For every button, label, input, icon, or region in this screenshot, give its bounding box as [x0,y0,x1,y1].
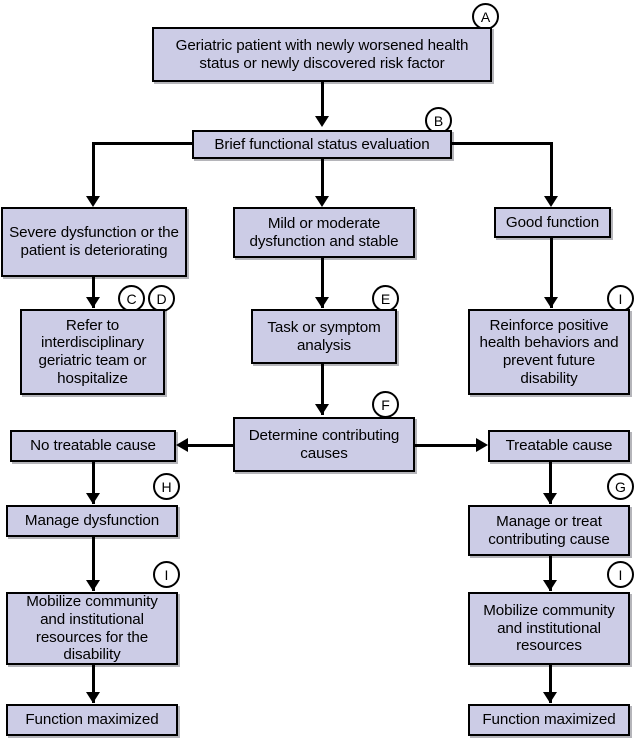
badge-i-right-mobilize: I [607,561,634,588]
node-mild-moderate-dysfunction[interactable]: Mild or moderate dysfunction and stable [233,207,415,258]
connector-b-to-left [92,142,95,197]
node-treatable-cause[interactable]: Treatable cause [488,430,630,462]
node-determine-contributing-causes-label: Determine contributing causes [248,426,400,462]
arrowhead-mobilize-to-function-right [543,692,557,703]
node-manage-dysfunction-label: Manage dysfunction [24,512,160,530]
arrowhead-no-treatable-to-manage [86,493,100,504]
badge-b-letter: B [433,112,444,129]
badge-i-left-mobilize: I [153,561,180,588]
node-task-symptom-analysis[interactable]: Task or symptom analysis [251,309,397,364]
connector-b-to-center [321,159,324,197]
node-treatable-cause-label: Treatable cause [505,437,613,455]
node-no-treatable-cause-label: No treatable cause [30,437,156,455]
node-refer-interdisciplinary[interactable]: Refer to interdisciplinary geriatric tea… [20,309,165,395]
connector-b-right-shoulder [451,142,552,145]
badge-i-reinforce-letter: I [618,290,623,307]
node-manage-or-treat-cause-label: Manage or treat contributing cause [488,512,610,548]
node-manage-or-treat-cause[interactable]: Manage or treat contributing cause [468,505,630,556]
node-geriatric-patient-label: Geriatric patient with newly worsened he… [175,36,469,72]
connector-a-to-b [321,82,324,117]
badge-c: C [118,285,145,312]
node-mild-moderate-dysfunction-label: Mild or moderate dysfunction and stable [249,214,399,250]
connector-good-to-reinforce [550,238,553,308]
badge-c-letter: C [126,290,137,307]
badge-a-letter: A [480,8,491,25]
node-refer-interdisciplinary-label: Refer to interdisciplinary geriatric tea… [38,316,147,387]
node-mobilize-resources-disability[interactable]: Mobilize community and institutional res… [6,592,178,665]
arrowhead-determine-to-no-treatable [176,438,188,452]
connector-manage-to-mobilize-left [92,537,95,591]
arrowhead-b-to-left [86,196,100,207]
badge-f-letter: F [381,396,390,413]
arrowhead-b-to-right [544,196,558,207]
node-brief-functional-evaluation-label: Brief functional status evaluation [214,135,430,153]
node-good-function-label: Good function [505,213,600,231]
node-function-maximized-left[interactable]: Function maximized [6,704,178,736]
connector-task-to-determine [321,364,324,415]
connector-manage-treat-to-mobilize-right [549,556,552,591]
badge-i-left-mobilize-letter: I [164,566,169,583]
node-mobilize-resources-label: Mobilize community and institutional res… [483,602,615,655]
node-function-maximized-left-label: Function maximized [25,711,159,729]
node-task-symptom-analysis-label: Task or symptom analysis [267,318,381,354]
arrowhead-good-to-reinforce [544,297,558,308]
badge-g: G [607,473,634,500]
node-brief-functional-evaluation[interactable]: Brief functional status evaluation [192,130,452,159]
arrowhead-b-to-center [315,196,329,207]
node-geriatric-patient[interactable]: Geriatric patient with newly worsened he… [152,27,492,82]
badge-e-letter: E [380,290,391,307]
connector-determine-to-treatable [414,444,476,447]
arrowhead-task-to-determine [315,404,329,415]
arrowhead-mild-to-task [315,297,329,308]
connector-determine-to-no-treatable [188,444,234,447]
arrowhead-treatable-to-manage-treat [543,493,557,504]
node-function-maximized-right-label: Function maximized [482,711,616,729]
connector-b-left-shoulder [92,142,193,145]
node-manage-dysfunction[interactable]: Manage dysfunction [6,505,178,537]
node-mobilize-resources[interactable]: Mobilize community and institutional res… [468,592,630,665]
node-reinforce-positive-behaviors-label: Reinforce positive health behaviors and … [479,316,619,387]
arrowhead-a-to-b [315,116,329,127]
node-no-treatable-cause[interactable]: No treatable cause [10,430,176,462]
badge-i-reinforce: I [607,285,634,312]
node-severe-dysfunction-label: Severe dysfunction or the patient is det… [9,224,179,259]
connector-mild-to-task [321,258,324,308]
connector-no-treatable-to-manage [92,462,95,504]
node-determine-contributing-causes[interactable]: Determine contributing causes [233,417,415,472]
connector-mobilize-to-function-left [92,665,95,703]
connector-mobilize-to-function-right [549,665,552,703]
node-severe-dysfunction[interactable]: Severe dysfunction or the patient is det… [1,207,187,277]
arrowhead-determine-to-treatable [476,438,488,452]
arrowhead-severe-to-refer [86,297,100,308]
node-good-function[interactable]: Good function [494,207,611,238]
node-reinforce-positive-behaviors[interactable]: Reinforce positive health behaviors and … [468,309,630,395]
connector-b-to-right [550,142,553,197]
badge-g-letter: G [615,478,626,495]
arrowhead-manage-treat-to-mobilize-right [543,580,557,591]
arrowhead-mobilize-to-function-left [86,692,100,703]
connector-severe-to-refer [92,277,95,308]
badge-e: E [372,285,399,312]
badge-h: H [153,473,180,500]
badge-f: F [372,391,399,418]
node-function-maximized-right[interactable]: Function maximized [468,704,630,736]
badge-d: D [148,285,175,312]
badge-h-letter: H [161,478,172,495]
badge-d-letter: D [156,290,167,307]
arrowhead-manage-to-mobilize-left [86,580,100,591]
badge-b: B [425,107,452,134]
node-mobilize-resources-disability-label: Mobilize community and institutional res… [26,593,158,664]
badge-i-right-mobilize-letter: I [618,566,623,583]
connector-treatable-to-manage-treat [549,462,552,504]
badge-a: A [472,3,499,30]
